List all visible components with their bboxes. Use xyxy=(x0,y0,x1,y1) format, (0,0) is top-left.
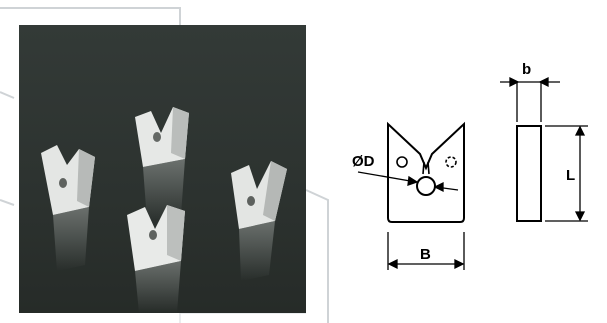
side-view-outline xyxy=(516,125,542,222)
technical-drawing: ØD B b L xyxy=(352,61,588,270)
ceramic-part xyxy=(231,161,287,281)
ceramic-part xyxy=(135,107,189,221)
side-hole-right xyxy=(445,156,457,168)
diameter-label: ØD xyxy=(352,153,375,170)
width-label: B xyxy=(420,246,431,263)
front-view-outline xyxy=(387,121,465,223)
product-photo xyxy=(19,25,306,313)
ceramic-part xyxy=(127,205,185,313)
length-label: L xyxy=(566,167,575,184)
ceramic-parts-image xyxy=(19,25,306,313)
center-hole xyxy=(416,176,436,196)
thickness-label: b xyxy=(522,61,531,78)
side-hole-left xyxy=(396,156,408,168)
ceramic-part xyxy=(41,145,95,271)
